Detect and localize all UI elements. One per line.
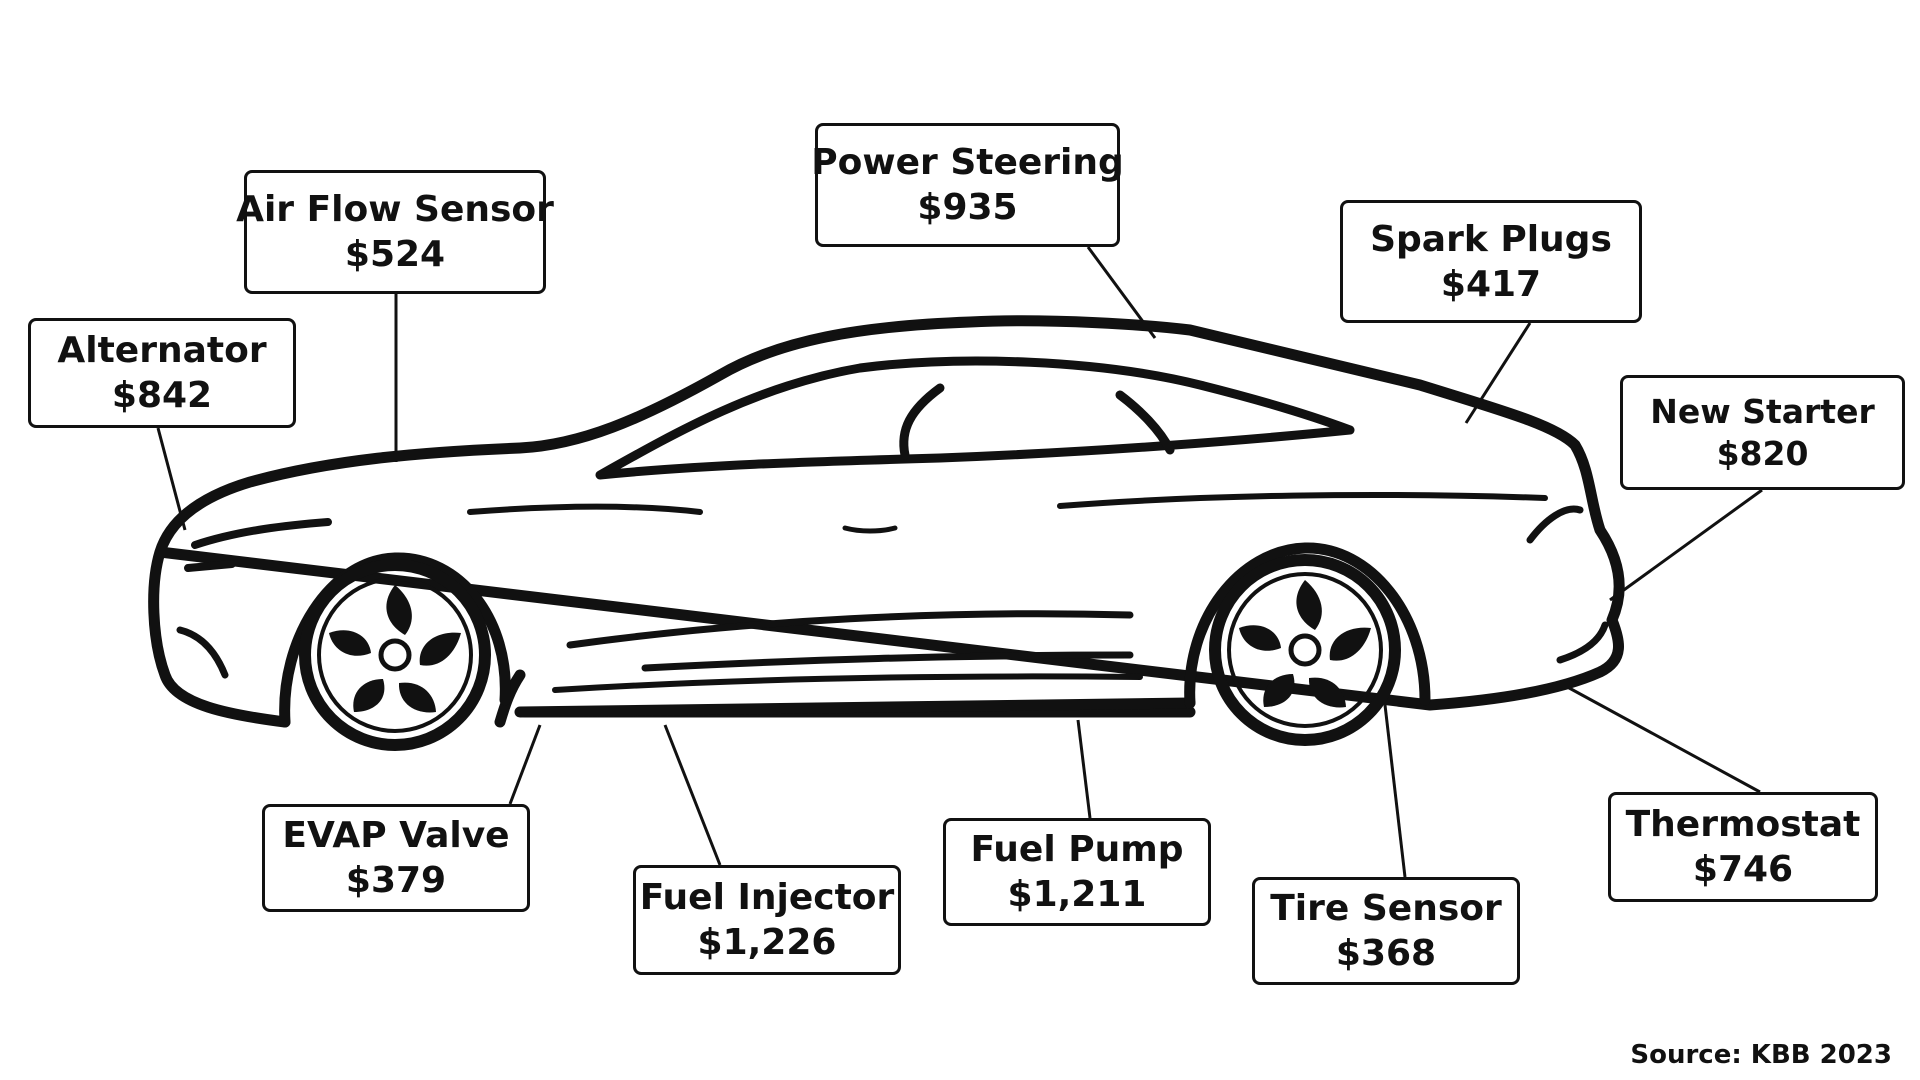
part-price: $379: [345, 860, 447, 901]
source-note: Source: KBB 2023: [1630, 1040, 1892, 1070]
part-name: Power Steering: [811, 142, 1124, 183]
car-door-handle: [842, 525, 898, 534]
leader-lines: [156, 246, 1763, 878]
part-label-alternator: Alternator $842: [28, 318, 296, 428]
part-name: Fuel Pump: [970, 829, 1184, 870]
part-name: Alternator: [57, 330, 267, 371]
car-belt-line: [467, 503, 703, 515]
car-shoulder-line: [1057, 491, 1548, 509]
part-name: Tire Sensor: [1270, 888, 1502, 929]
part-name: Thermostat: [1625, 804, 1861, 845]
leader-line-thermostat: [1559, 681, 1761, 794]
part-price: $417: [1440, 263, 1542, 305]
part-name: New Starter: [1650, 392, 1875, 432]
car-front-wheel-arch: [279, 552, 511, 728]
part-price: $820: [1716, 433, 1809, 473]
part-name: Spark Plugs: [1370, 218, 1612, 260]
part-label-thermostat: Thermostat $746: [1608, 792, 1878, 902]
part-label-new-starter: New Starter $820: [1620, 375, 1905, 490]
car-rear-wheel-arch: [1184, 542, 1431, 709]
part-price: $842: [111, 375, 213, 416]
car-body: [148, 315, 1625, 728]
part-label-air-flow-sensor: Air Flow Sensor $524: [236, 170, 554, 294]
car-rear-wheel: [1209, 554, 1401, 746]
car-rocker: [514, 697, 1196, 718]
car-taillight: [1526, 505, 1584, 544]
leader-line-tiresensor: [1383, 704, 1407, 878]
car-door-line-2: [641, 651, 1134, 672]
part-price: $935: [917, 187, 1018, 228]
car-window-outline: [595, 356, 1355, 480]
part-label-tire-sensor: Tire Sensor $368: [1252, 877, 1520, 985]
part-label-fuel-injector: Fuel Injector $1,226: [633, 865, 901, 975]
leader-line-evapvalve: [508, 724, 542, 805]
leader-line-fuelpump: [1076, 719, 1092, 819]
car-headlight: [191, 518, 332, 549]
car-front-intake: [176, 626, 229, 679]
part-price: $368: [1335, 933, 1437, 974]
part-name: Fuel Injector: [639, 877, 895, 918]
part-label-power-steering: Power Steering $935: [811, 123, 1124, 247]
part-price: $1,226: [697, 922, 837, 963]
part-price: $524: [344, 234, 446, 275]
leader-line-fuelinjector: [663, 724, 722, 866]
part-label-spark-plugs: Spark Plugs $417: [1340, 200, 1642, 323]
car-b-pillar: [899, 383, 945, 460]
leader-line-newstarter: [1609, 488, 1763, 602]
part-label-fuel-pump: Fuel Pump $1,211: [943, 818, 1211, 926]
car-fog-light: [184, 560, 236, 572]
part-price: $1,211: [1007, 874, 1147, 915]
part-price: $746: [1692, 849, 1794, 890]
part-label-evap-valve: EVAP Valve $379: [262, 804, 530, 912]
car-front-wheel: [299, 559, 491, 751]
part-name: EVAP Valve: [282, 815, 510, 856]
car-rear-bumper: [1556, 621, 1609, 664]
car-c-pillar: [1115, 390, 1175, 455]
part-name: Air Flow Sensor: [236, 189, 554, 230]
car-door-line-3: [552, 673, 1143, 693]
car-door-line-1: [566, 610, 1134, 649]
